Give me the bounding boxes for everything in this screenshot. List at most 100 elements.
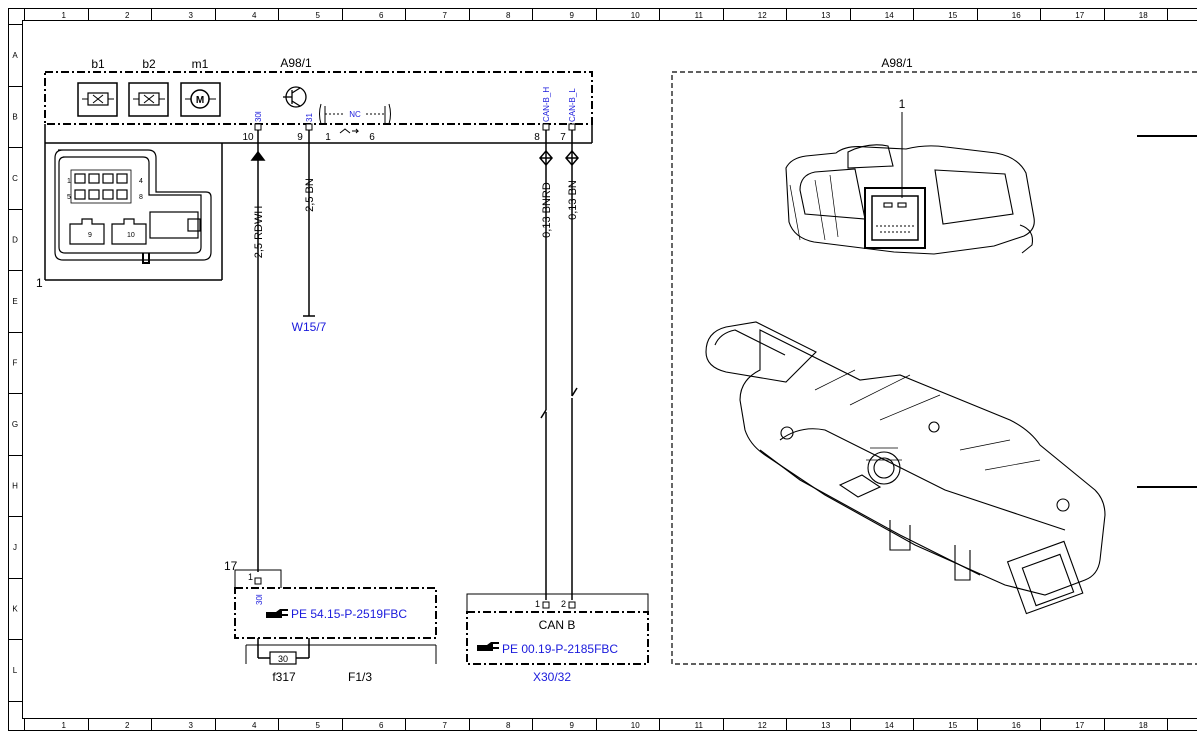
wire-2-5-bn-ground[interactable]: [303, 130, 315, 316]
column-label-top-5: 5: [316, 11, 321, 20]
column-label-bottom-5: 5: [316, 721, 321, 730]
column-label-top-18: 18: [1139, 11, 1148, 20]
column-label-bottom-13: 13: [821, 721, 830, 730]
pin-7-label: 7: [560, 132, 566, 143]
wire-label-bn-can: 0,13 BN: [567, 180, 579, 220]
connector-housing-illustration: [786, 145, 1034, 254]
row-label-F: F: [13, 358, 18, 367]
column-label-top-7: 7: [443, 11, 448, 20]
actuator-illustration: [706, 322, 1105, 614]
fuse-block-ref: 17: [224, 559, 238, 573]
wire-label-bnrd: 0,13 BNRD: [541, 182, 553, 238]
pin-9-signal: 31: [305, 113, 314, 122]
column-label-bottom-17: 17: [1075, 721, 1084, 730]
column-label-bottom-7: 7: [443, 721, 448, 730]
ground-point-label[interactable]: W15/7: [292, 320, 327, 334]
component-picture-panel: [672, 72, 1197, 664]
row-label-B: B: [12, 112, 17, 121]
column-label-top-16: 16: [1012, 11, 1021, 20]
connector-pin-1: 1: [67, 178, 71, 185]
can-pin-1: 1: [535, 599, 540, 609]
pin-8-signal: CAN-B_H: [542, 87, 551, 122]
column-label-bottom-1: 1: [62, 721, 67, 730]
sensor-b2-icon: [129, 83, 168, 116]
connector-pin-4: 4: [139, 178, 143, 185]
column-label-bottom-8: 8: [506, 721, 511, 730]
row-label-D: D: [12, 235, 18, 244]
column-label-top-3: 3: [189, 11, 194, 20]
column-label-top-2: 2: [125, 11, 130, 20]
connector-face-drawing: [55, 150, 211, 263]
pin-8-label: 8: [534, 132, 540, 143]
can-block-ref[interactable]: X30/32: [533, 670, 571, 684]
column-label-top-14: 14: [885, 11, 894, 20]
fuse-location: F1/3: [348, 670, 372, 684]
column-label-top-13: 13: [821, 11, 830, 20]
column-label-top-10: 10: [631, 11, 640, 20]
subpart-b2-label: b2: [142, 57, 156, 71]
subpart-m1-label: m1: [192, 57, 209, 71]
column-label-bottom-18: 18: [1139, 721, 1148, 730]
fuse-ref: f317: [272, 670, 296, 684]
picture-callout: 1: [899, 97, 906, 111]
column-label-top-17: 17: [1075, 11, 1084, 20]
row-label-G: G: [12, 420, 18, 429]
wire-label-bn: 2,5 BN: [304, 178, 316, 212]
column-label-top-12: 12: [758, 11, 767, 20]
can-block-doc-link[interactable]: PE 00.19-P-2185FBC: [502, 642, 618, 656]
nc-label: NC: [349, 110, 361, 119]
svg-text:M: M: [196, 95, 204, 106]
column-label-bottom-9: 9: [570, 721, 575, 730]
column-label-top-11: 11: [695, 11, 704, 20]
wire-2-5-rdwh[interactable]: [252, 130, 264, 572]
row-label-J: J: [13, 543, 17, 552]
column-label-bottom-16: 16: [1012, 721, 1021, 730]
can-block-title: CAN B: [539, 618, 576, 632]
callout-1-label: 1: [36, 276, 43, 290]
sensor-b1-icon: [78, 83, 117, 116]
row-label-K: K: [12, 604, 18, 613]
column-label-bottom-11: 11: [695, 721, 704, 730]
pin-9-label: 9: [297, 132, 303, 143]
pin-7-signal: CAN-B_L: [568, 88, 577, 122]
column-label-bottom-2: 2: [125, 721, 130, 730]
motor-m1-icon: M: [181, 83, 220, 116]
fuse-block-pin: 1: [248, 572, 253, 582]
component-ref-label: A98/1: [280, 56, 312, 70]
column-label-bottom-10: 10: [631, 721, 640, 730]
picture-title: A98/1: [881, 56, 913, 70]
column-label-bottom-12: 12: [758, 721, 767, 730]
column-label-bottom-14: 14: [885, 721, 894, 730]
fuse-block-doc-link[interactable]: PE 54.15-P-2519FBC: [291, 607, 407, 621]
pointing-hand-icon: [266, 609, 288, 618]
column-label-top-4: 4: [252, 11, 257, 20]
row-label-L: L: [13, 666, 18, 675]
can-pin-2: 2: [561, 599, 566, 609]
wire-label-rdwh: 2,5 RDWH: [253, 206, 265, 259]
transistor-icon: [283, 87, 306, 107]
connector-pin-5: 5: [67, 194, 71, 201]
column-label-top-9: 9: [570, 11, 575, 20]
fuse-block-signal: 30l: [255, 594, 264, 605]
column-label-bottom-4: 4: [252, 721, 257, 730]
column-label-top-15: 15: [948, 11, 957, 20]
row-label-E: E: [12, 297, 17, 306]
column-label-top-1: 1: [62, 11, 67, 20]
connector-pin-8: 8: [139, 194, 143, 201]
connector-pin-9: 9: [88, 232, 92, 239]
subpart-b1-label: b1: [91, 57, 105, 71]
sheet-frame: [9, 9, 1197, 731]
fuse-value: 30: [278, 654, 288, 664]
column-label-top-8: 8: [506, 11, 511, 20]
connector-pin-10: 10: [127, 232, 135, 239]
column-label-bottom-15: 15: [948, 721, 957, 730]
pin-6-label: 6: [369, 132, 375, 143]
pin-10-signal: 30l: [254, 111, 263, 122]
column-label-bottom-6: 6: [379, 721, 384, 730]
pin-10-label: 10: [242, 132, 254, 143]
